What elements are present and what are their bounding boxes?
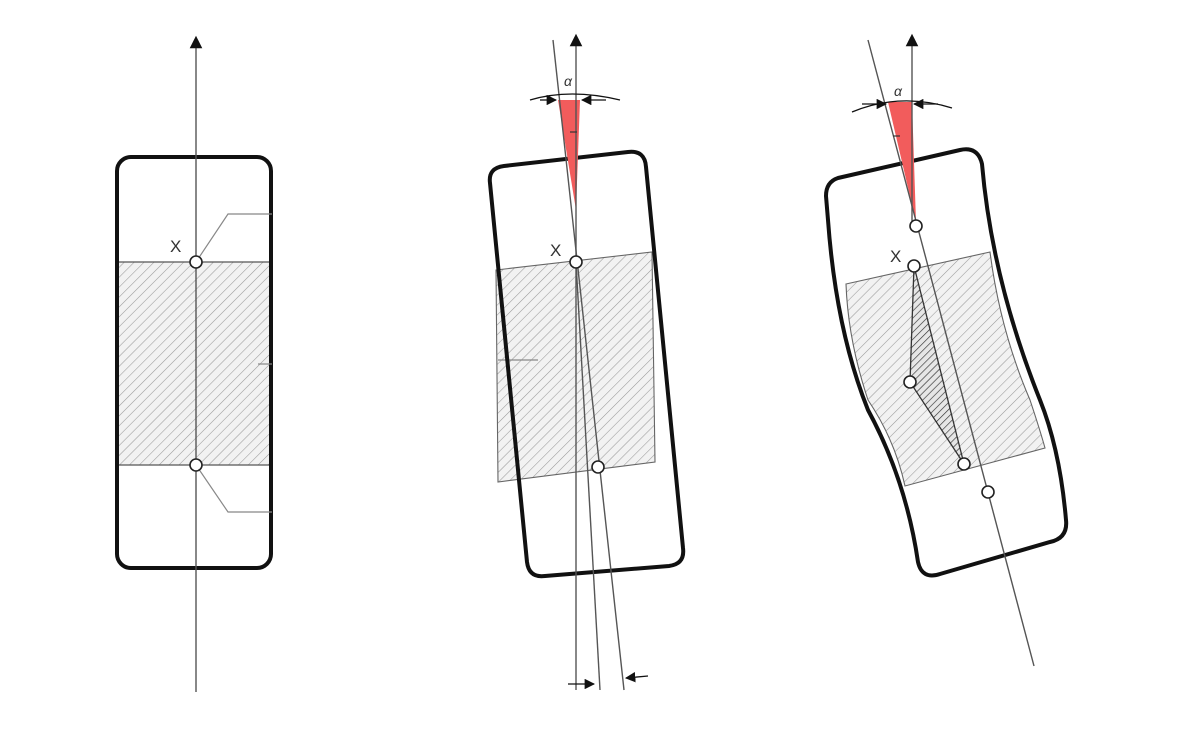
point-upper — [907, 259, 921, 273]
block-outline-bent — [823, 147, 1069, 578]
figure-bent: α X — [823, 33, 1069, 667]
hatched-region — [118, 262, 270, 465]
figure-upright: X — [115, 35, 273, 692]
point-lower — [957, 457, 971, 471]
label-x: X — [890, 247, 901, 266]
hatched-region-bent — [845, 251, 1046, 487]
angle-wedge — [558, 100, 580, 210]
angle-arc — [529, 93, 621, 101]
label-angle: α — [894, 83, 903, 99]
shear-line — [575, 261, 601, 691]
leader-line-bottom — [195, 464, 272, 513]
label-x: X — [550, 241, 561, 260]
block-outline-tilted — [487, 149, 686, 579]
figure-tilted: α X — [487, 33, 686, 691]
point-middle — [903, 375, 917, 389]
tilted-axis — [552, 39, 625, 691]
tilted-axis — [867, 39, 1035, 667]
angle-arc — [851, 100, 953, 113]
label-x: X — [170, 237, 181, 256]
point-lower — [591, 460, 605, 474]
point-bottom — [981, 485, 995, 499]
shear-triangle — [909, 265, 965, 465]
point-upper — [569, 255, 583, 269]
leader-line-top — [195, 213, 272, 263]
point-lower — [189, 458, 203, 472]
block-outline — [115, 155, 273, 570]
label-angle: α — [564, 73, 573, 89]
point-top — [909, 219, 923, 233]
point-upper — [189, 255, 203, 269]
